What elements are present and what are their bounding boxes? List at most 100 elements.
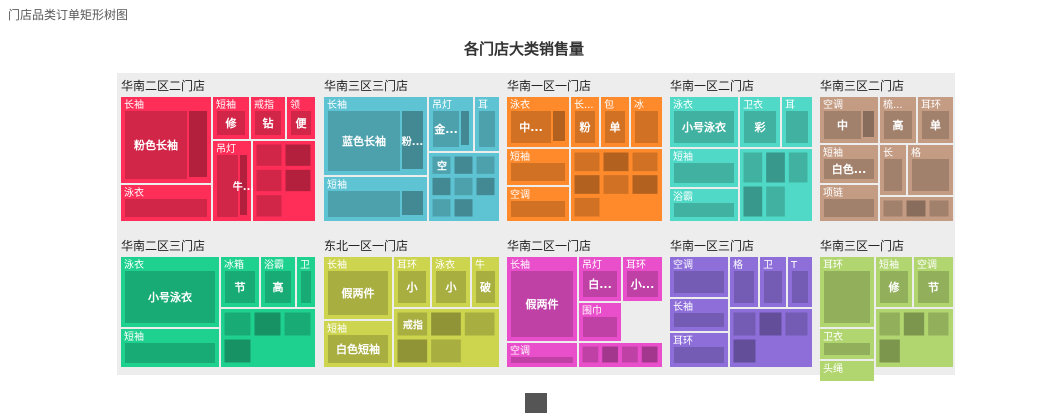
item-tile[interactable] [511,271,573,337]
item-tile[interactable] [125,271,215,323]
item-tile[interactable] [764,271,782,303]
item-tile[interactable] [511,357,573,363]
item-tile[interactable] [635,111,658,143]
item-tile[interactable] [602,151,630,173]
item-tile[interactable] [880,271,908,303]
item-tile[interactable] [217,155,238,217]
item-tile[interactable] [398,271,426,303]
item-tile[interactable] [284,168,312,193]
item-tile[interactable] [223,311,252,337]
item-tile[interactable] [328,271,388,315]
item-tile[interactable] [674,111,734,143]
item-tile[interactable] [436,271,466,303]
item-tile[interactable] [922,111,949,139]
item-tile[interactable] [905,199,927,218]
item-tile[interactable] [253,311,282,337]
item-tile[interactable] [430,338,462,364]
item-tile[interactable] [884,111,912,139]
item-tile[interactable] [792,271,808,303]
item-tile[interactable] [301,271,311,303]
item-tile[interactable] [284,143,312,167]
item-tile[interactable] [125,199,207,217]
item-tile[interactable] [511,201,565,217]
item-tile[interactable] [255,143,283,167]
item-tile[interactable] [631,174,659,195]
item-tile[interactable] [824,111,861,139]
item-tile[interactable] [475,155,496,175]
item-tile[interactable] [581,345,600,364]
item-tile[interactable] [402,191,423,215]
item-tile[interactable] [265,271,291,303]
item-tile[interactable] [255,194,283,218]
item-tile[interactable] [573,151,601,173]
item-tile[interactable] [765,185,786,218]
item-tile[interactable] [328,335,388,363]
store-1[interactable]: 华南三区三门店长袖蓝色长袖粉...短袖吊灯金...耳空 [320,73,501,229]
item-tile[interactable] [605,111,625,143]
item-tile[interactable] [786,111,808,143]
item-tile[interactable] [431,198,452,218]
item-tile[interactable] [511,163,565,181]
item-tile[interactable] [583,317,617,337]
item-tile[interactable] [476,271,495,303]
item-tile[interactable] [744,111,776,143]
item-tile[interactable] [553,111,565,141]
item-tile[interactable] [283,311,312,337]
item-tile[interactable] [217,111,245,135]
item-tile[interactable] [255,168,283,193]
item-tile[interactable] [824,159,874,179]
item-tile[interactable] [674,203,734,217]
item-tile[interactable] [674,313,724,327]
item-tile[interactable] [863,111,874,137]
item-tile[interactable] [765,151,786,184]
item-tile[interactable] [824,271,870,323]
item-tile[interactable] [461,111,469,145]
item-tile[interactable] [878,311,901,337]
store-4[interactable]: 华南三区二门店空调中梳...高耳环单短袖白色...长格项链 [816,73,955,229]
item-tile[interactable] [732,311,757,337]
item-tile[interactable] [189,111,207,177]
item-tile[interactable] [674,271,724,293]
item-tile[interactable] [433,111,459,147]
item-tile[interactable] [431,155,452,175]
item-tile[interactable] [463,311,496,337]
store-0[interactable]: 华南二区二门店长袖粉色长袖泳衣短袖修戒指钻领便吊灯牛... [117,73,317,229]
item-tile[interactable] [602,174,630,195]
item-tile[interactable] [824,343,870,355]
item-tile[interactable] [431,176,452,197]
item-tile[interactable] [927,311,950,337]
item-tile[interactable] [627,271,658,297]
item-tile[interactable] [882,199,904,218]
item-tile[interactable] [479,111,495,147]
store-9[interactable]: 华南三区一门店耳环短袖修空调节卫衣头绳 [816,233,955,381]
item-tile[interactable] [575,111,595,143]
item-tile[interactable] [631,151,659,173]
item-tile[interactable] [396,311,429,337]
item-tile[interactable] [511,111,551,143]
item-tile[interactable] [453,155,474,175]
item-tile[interactable] [328,111,400,171]
item-tile[interactable] [125,343,215,363]
item-tile[interactable] [475,176,496,197]
item-tile[interactable] [878,338,901,364]
item-tile[interactable] [225,271,255,303]
item-tile[interactable] [674,347,724,363]
item-tile[interactable] [573,196,601,218]
item-tile[interactable] [291,111,311,135]
item-tile[interactable] [396,338,429,364]
item-tile[interactable] [255,111,281,135]
item-tile[interactable] [240,155,247,215]
item-tile[interactable] [884,159,902,191]
item-tile[interactable] [125,111,187,179]
item-tile[interactable] [912,159,949,191]
item-tile[interactable] [223,338,252,364]
item-tile[interactable] [430,311,462,337]
item-tile[interactable] [402,111,423,169]
item-tile[interactable] [742,185,764,218]
item-tile[interactable] [928,199,950,218]
